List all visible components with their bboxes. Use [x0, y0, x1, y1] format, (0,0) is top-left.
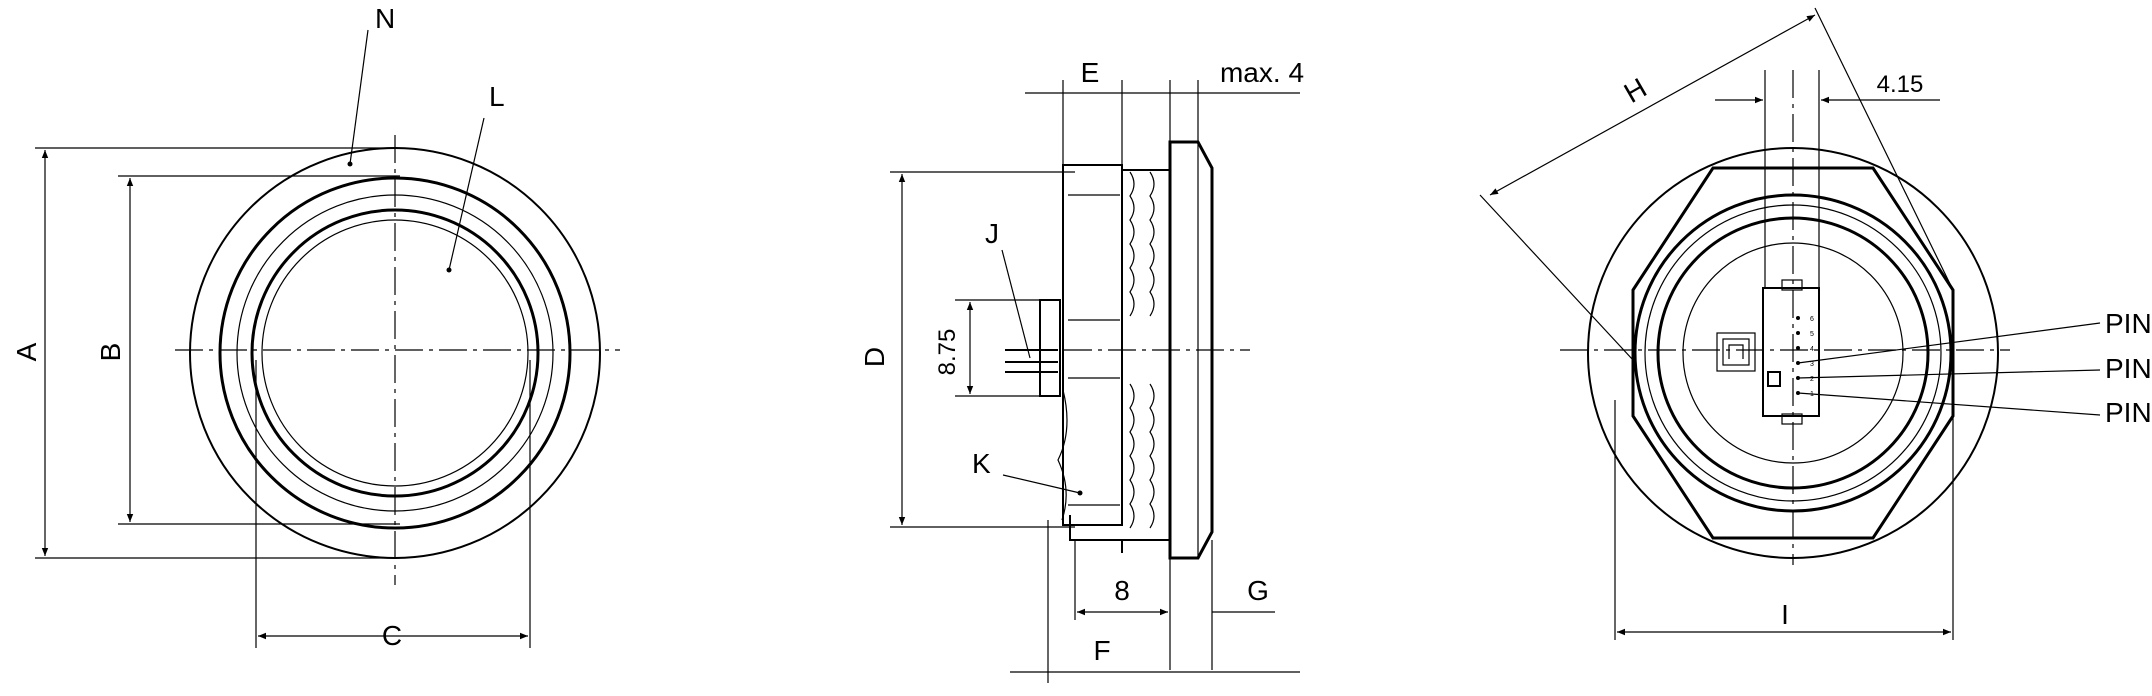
leader-l [448, 117, 485, 271]
leader-pin2 [1797, 369, 2101, 379]
side-thread-bottom-2 [1149, 383, 1155, 529]
pin-number-5: 5 [1810, 331, 1814, 338]
leader-n-dot [347, 161, 353, 167]
label-g: G [1247, 575, 1269, 606]
label-i: I [1781, 599, 1789, 630]
label-875: 8.75 [934, 329, 961, 376]
leader-k-dot [1077, 490, 1083, 496]
label-8: 8 [1114, 575, 1130, 606]
rear-ring-outer [1633, 193, 1953, 513]
leader-j [1001, 249, 1031, 359]
rear-connector-key [1767, 371, 1781, 387]
rear-view: 1 2 3 4 5 6 PIN3 PIN2 PIN1 4.15 H [1479, 7, 2152, 640]
pin-number-3: 3 [1810, 361, 1814, 368]
dim-h-line [1489, 14, 1816, 196]
label-pin1: PIN1 [2105, 397, 2152, 428]
label-h: H [1619, 72, 1652, 109]
rear-pin-numbers: 1 2 3 4 5 6 [1810, 316, 1814, 398]
symbol-glyph [1728, 344, 1744, 359]
front-ring-outer [218, 176, 572, 530]
front-ring-inner [261, 219, 529, 487]
label-f: F [1093, 635, 1110, 666]
side-pcb-tab [1039, 299, 1061, 397]
label-pin2: PIN2 [2105, 353, 2152, 384]
side-thread-top-2 [1149, 171, 1155, 317]
rear-connector-latch-top [1781, 279, 1803, 291]
rear-ring-mid [1644, 204, 1942, 502]
rear-connector-latch-bottom [1781, 413, 1803, 425]
pin-dot-4 [1796, 346, 1800, 350]
pin-dot-6 [1796, 316, 1800, 320]
pin-dot-5 [1796, 331, 1800, 335]
dim-h-ext-left [1479, 194, 1634, 361]
leader-k [1002, 474, 1081, 494]
label-d: D [859, 347, 890, 367]
label-j: J [985, 218, 999, 249]
pin-number-2: 2 [1810, 376, 1814, 383]
rear-hex-nut [1631, 166, 1955, 540]
leader-pin1 [1797, 392, 2101, 416]
rear-ring-inner [1682, 242, 1904, 464]
side-thread-body [1122, 169, 1171, 541]
label-415: 4.15 [1877, 71, 1924, 98]
leader-pin3 [1797, 322, 2101, 364]
front-ring-mid [236, 194, 554, 512]
rear-ring-thick [1656, 216, 1930, 490]
side-thread-bottom-1 [1129, 383, 1135, 529]
leader-n [349, 29, 369, 165]
symbol-outer-square [1716, 332, 1756, 372]
label-b: B [95, 343, 126, 362]
label-a: A [11, 342, 42, 361]
leader-l-dot [446, 267, 452, 273]
dim-h-ext-right [1814, 7, 1954, 291]
rear-symbol-square [1716, 332, 1756, 372]
side-cable-k [1057, 389, 1068, 521]
rear-pin-dots [1796, 316, 1800, 395]
symbol-inner-square [1722, 338, 1750, 366]
label-k: K [972, 448, 991, 479]
side-view: D 8.75 E max. 4 8 G F J K [859, 57, 1304, 683]
rear-connector [1762, 287, 1820, 417]
pin-number-6: 6 [1810, 316, 1814, 323]
side-thread-top-1 [1129, 171, 1135, 317]
side-pcb-pins [1005, 349, 1058, 373]
front-button-surface [250, 208, 540, 498]
pin-number-4: 4 [1810, 346, 1814, 353]
label-n: N [375, 3, 395, 34]
label-max-4: max. 4 [1220, 57, 1304, 88]
label-pin3: PIN3 [2105, 308, 2152, 339]
label-l: L [489, 81, 505, 112]
label-e: E [1081, 57, 1100, 88]
label-c: C [382, 620, 402, 651]
side-rear-housing [1062, 164, 1123, 526]
front-view: A B C N L [11, 3, 620, 651]
side-nut-bottom [1069, 515, 1123, 553]
